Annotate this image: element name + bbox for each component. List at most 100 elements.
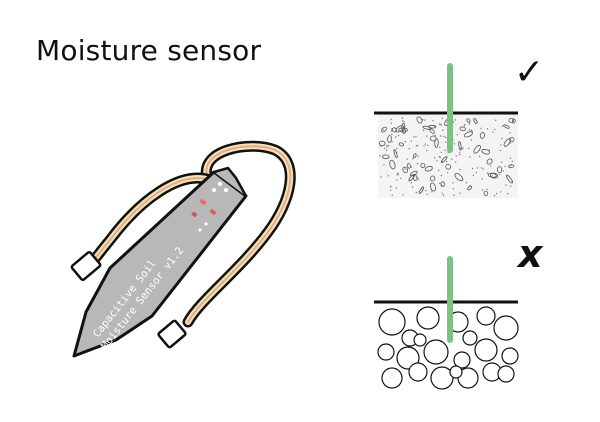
soil-speck	[440, 151, 442, 153]
soil-grain	[473, 118, 478, 124]
soil-grain	[506, 174, 513, 184]
soil-speck	[424, 143, 427, 145]
soil-speck	[410, 166, 412, 168]
soil-grain	[387, 135, 392, 143]
soil-speck	[470, 139, 473, 141]
soil-speck	[440, 174, 443, 177]
soil-pebble	[501, 347, 519, 365]
soil-speck	[396, 179, 398, 181]
soil-speck	[415, 135, 417, 138]
soil-speck	[386, 146, 388, 148]
soil-grain	[440, 181, 446, 187]
soil-pebble	[423, 339, 449, 365]
soil-speck	[459, 168, 461, 171]
soil-pebble	[493, 315, 519, 341]
connector-left	[70, 250, 102, 282]
soil-grain	[445, 163, 452, 170]
soil-speck	[439, 124, 441, 126]
soil-speck	[499, 149, 502, 152]
soil-speck	[385, 149, 388, 151]
soil-pebble	[377, 343, 395, 361]
correct-placement-panel	[374, 63, 518, 198]
soil-speck	[511, 160, 513, 162]
soil-speck	[410, 182, 412, 184]
soil-speck	[453, 143, 456, 145]
soil-grain	[429, 128, 435, 134]
soil-grain	[412, 153, 417, 159]
soil-speck	[397, 173, 399, 176]
soil-speck	[468, 129, 471, 131]
soil-speck	[432, 119, 434, 122]
soil-speck	[413, 136, 415, 138]
soil-grain	[398, 127, 408, 133]
sensor-board: Capacitive Soil Moisture Sensor v1.2	[72, 166, 248, 358]
soil-grain	[508, 117, 514, 123]
moisture-sensor: Capacitive Soil Moisture Sensor v1.2	[70, 140, 296, 358]
soil-speck	[441, 192, 443, 195]
soil-speck	[451, 158, 453, 160]
soil-speck	[456, 134, 459, 136]
soil-grain	[393, 149, 398, 159]
soil-speck	[510, 185, 512, 187]
soil-grain	[459, 126, 466, 132]
page-title: Moisture sensor	[36, 34, 262, 67]
soil-speck	[499, 173, 501, 175]
soil-speck	[496, 192, 498, 195]
soil-speck	[439, 135, 442, 137]
soil-grain	[503, 124, 510, 129]
soil-grain	[440, 156, 448, 164]
soil-speck	[382, 129, 384, 131]
soil-speck	[426, 149, 428, 152]
soil-speck	[412, 158, 414, 160]
soil-speck	[390, 189, 392, 191]
soil-grain	[496, 166, 503, 174]
soil-speck	[418, 178, 420, 180]
soil-speck	[486, 188, 488, 191]
soil-speck	[384, 147, 386, 149]
soil-grain	[479, 132, 485, 139]
coarse-soil-texture	[377, 306, 519, 390]
soil-speck	[486, 172, 489, 174]
soil-grain	[418, 186, 425, 194]
soil-speck	[423, 145, 425, 147]
soil-speck	[403, 121, 405, 123]
soil-grain	[509, 136, 515, 143]
soil-grain	[416, 116, 423, 124]
soil-speck	[438, 169, 440, 171]
soil-speck	[444, 149, 446, 151]
soil-speck	[447, 172, 449, 174]
cross-mark-icon: x	[518, 232, 543, 276]
soil-speck	[442, 194, 445, 196]
soil-pebble	[462, 330, 478, 346]
soil-speck	[379, 155, 381, 157]
soil-speck	[459, 153, 461, 156]
soil-speck	[426, 193, 428, 195]
soil-speck	[397, 134, 400, 137]
soil-speck	[406, 158, 408, 160]
soil-speck	[502, 170, 504, 172]
soil-speck	[469, 156, 471, 158]
soil-speck	[396, 147, 398, 150]
soil-grain	[422, 125, 432, 130]
soil-speck	[439, 146, 441, 149]
soil-speck	[507, 193, 509, 195]
soil-speck	[422, 129, 425, 132]
soil-speck	[441, 117, 444, 120]
soil-pebble	[413, 333, 427, 347]
soil-speck	[465, 182, 468, 184]
soil-speck	[471, 167, 474, 170]
soil-pebble	[453, 351, 471, 369]
soil-speck	[386, 144, 388, 147]
soil-speck	[462, 147, 464, 149]
soil-speck	[443, 135, 445, 138]
fine-soil-texture	[378, 116, 516, 197]
soil-grain	[463, 131, 473, 138]
soil-grain	[382, 154, 390, 160]
soil-grain	[511, 118, 516, 124]
soil-speck	[500, 161, 503, 163]
soil-speck	[402, 120, 404, 122]
soil-speck	[387, 175, 389, 177]
soil-grain	[395, 125, 404, 133]
soil-grain	[467, 185, 473, 191]
soil-speck	[425, 189, 427, 192]
